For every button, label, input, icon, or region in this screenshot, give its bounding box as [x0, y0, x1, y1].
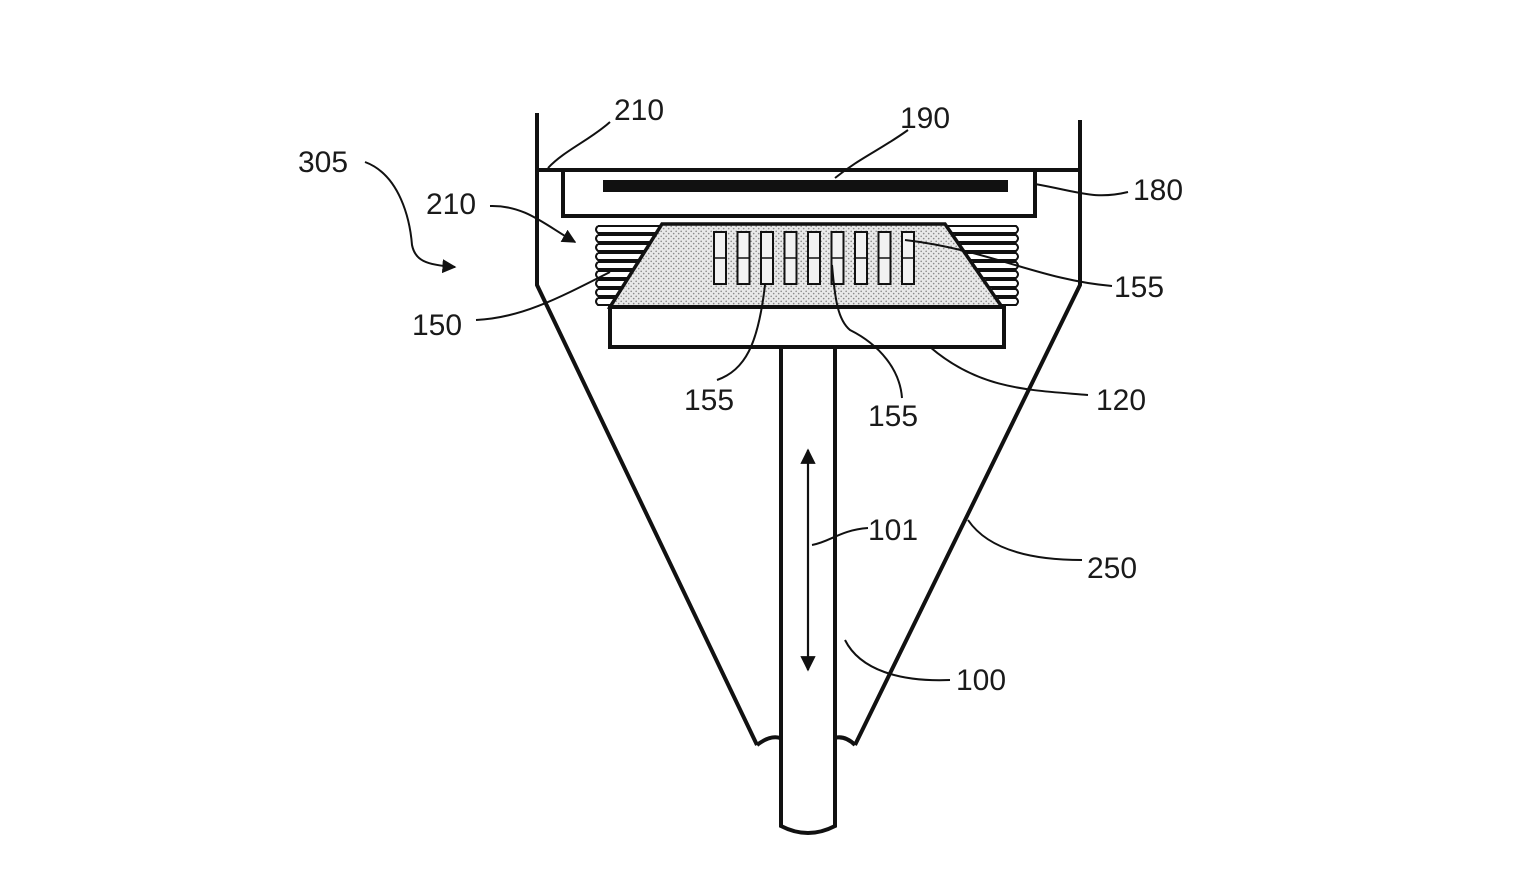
- label-155-right: 155: [1114, 271, 1164, 304]
- label-155-left: 155: [684, 384, 734, 417]
- coil-turn: [595, 261, 640, 270]
- coil-turn: [945, 225, 1019, 234]
- label-155-mid: 155: [868, 400, 918, 433]
- leader-lines: [364, 121, 1129, 682]
- label-210-top: 210: [614, 94, 664, 127]
- label-101: 101: [868, 514, 918, 547]
- coil-turn: [595, 252, 646, 261]
- coil-turn: [595, 243, 652, 252]
- label-210-side: 210: [426, 188, 476, 221]
- label-120: 120: [1096, 384, 1146, 417]
- reference-labels: 305 210 190 180 210 155 150 155 155 120 …: [298, 94, 1183, 697]
- coil-turn: [595, 234, 658, 243]
- label-250: 250: [1087, 552, 1137, 585]
- slot-array-155: [713, 231, 915, 285]
- bar-190: [603, 180, 1008, 192]
- base-plate-120: [608, 305, 1006, 349]
- label-100: 100: [956, 664, 1006, 697]
- label-305: 305: [298, 146, 348, 179]
- label-180: 180: [1133, 174, 1183, 207]
- coil-turn: [957, 243, 1019, 252]
- label-150: 150: [412, 309, 462, 342]
- magnet-body-150: [606, 222, 1006, 309]
- label-190: 190: [900, 102, 950, 135]
- coil-turn: [595, 225, 663, 234]
- coil-turn: [951, 234, 1019, 243]
- plate-180: [561, 168, 1037, 218]
- shaft-100: [779, 347, 837, 835]
